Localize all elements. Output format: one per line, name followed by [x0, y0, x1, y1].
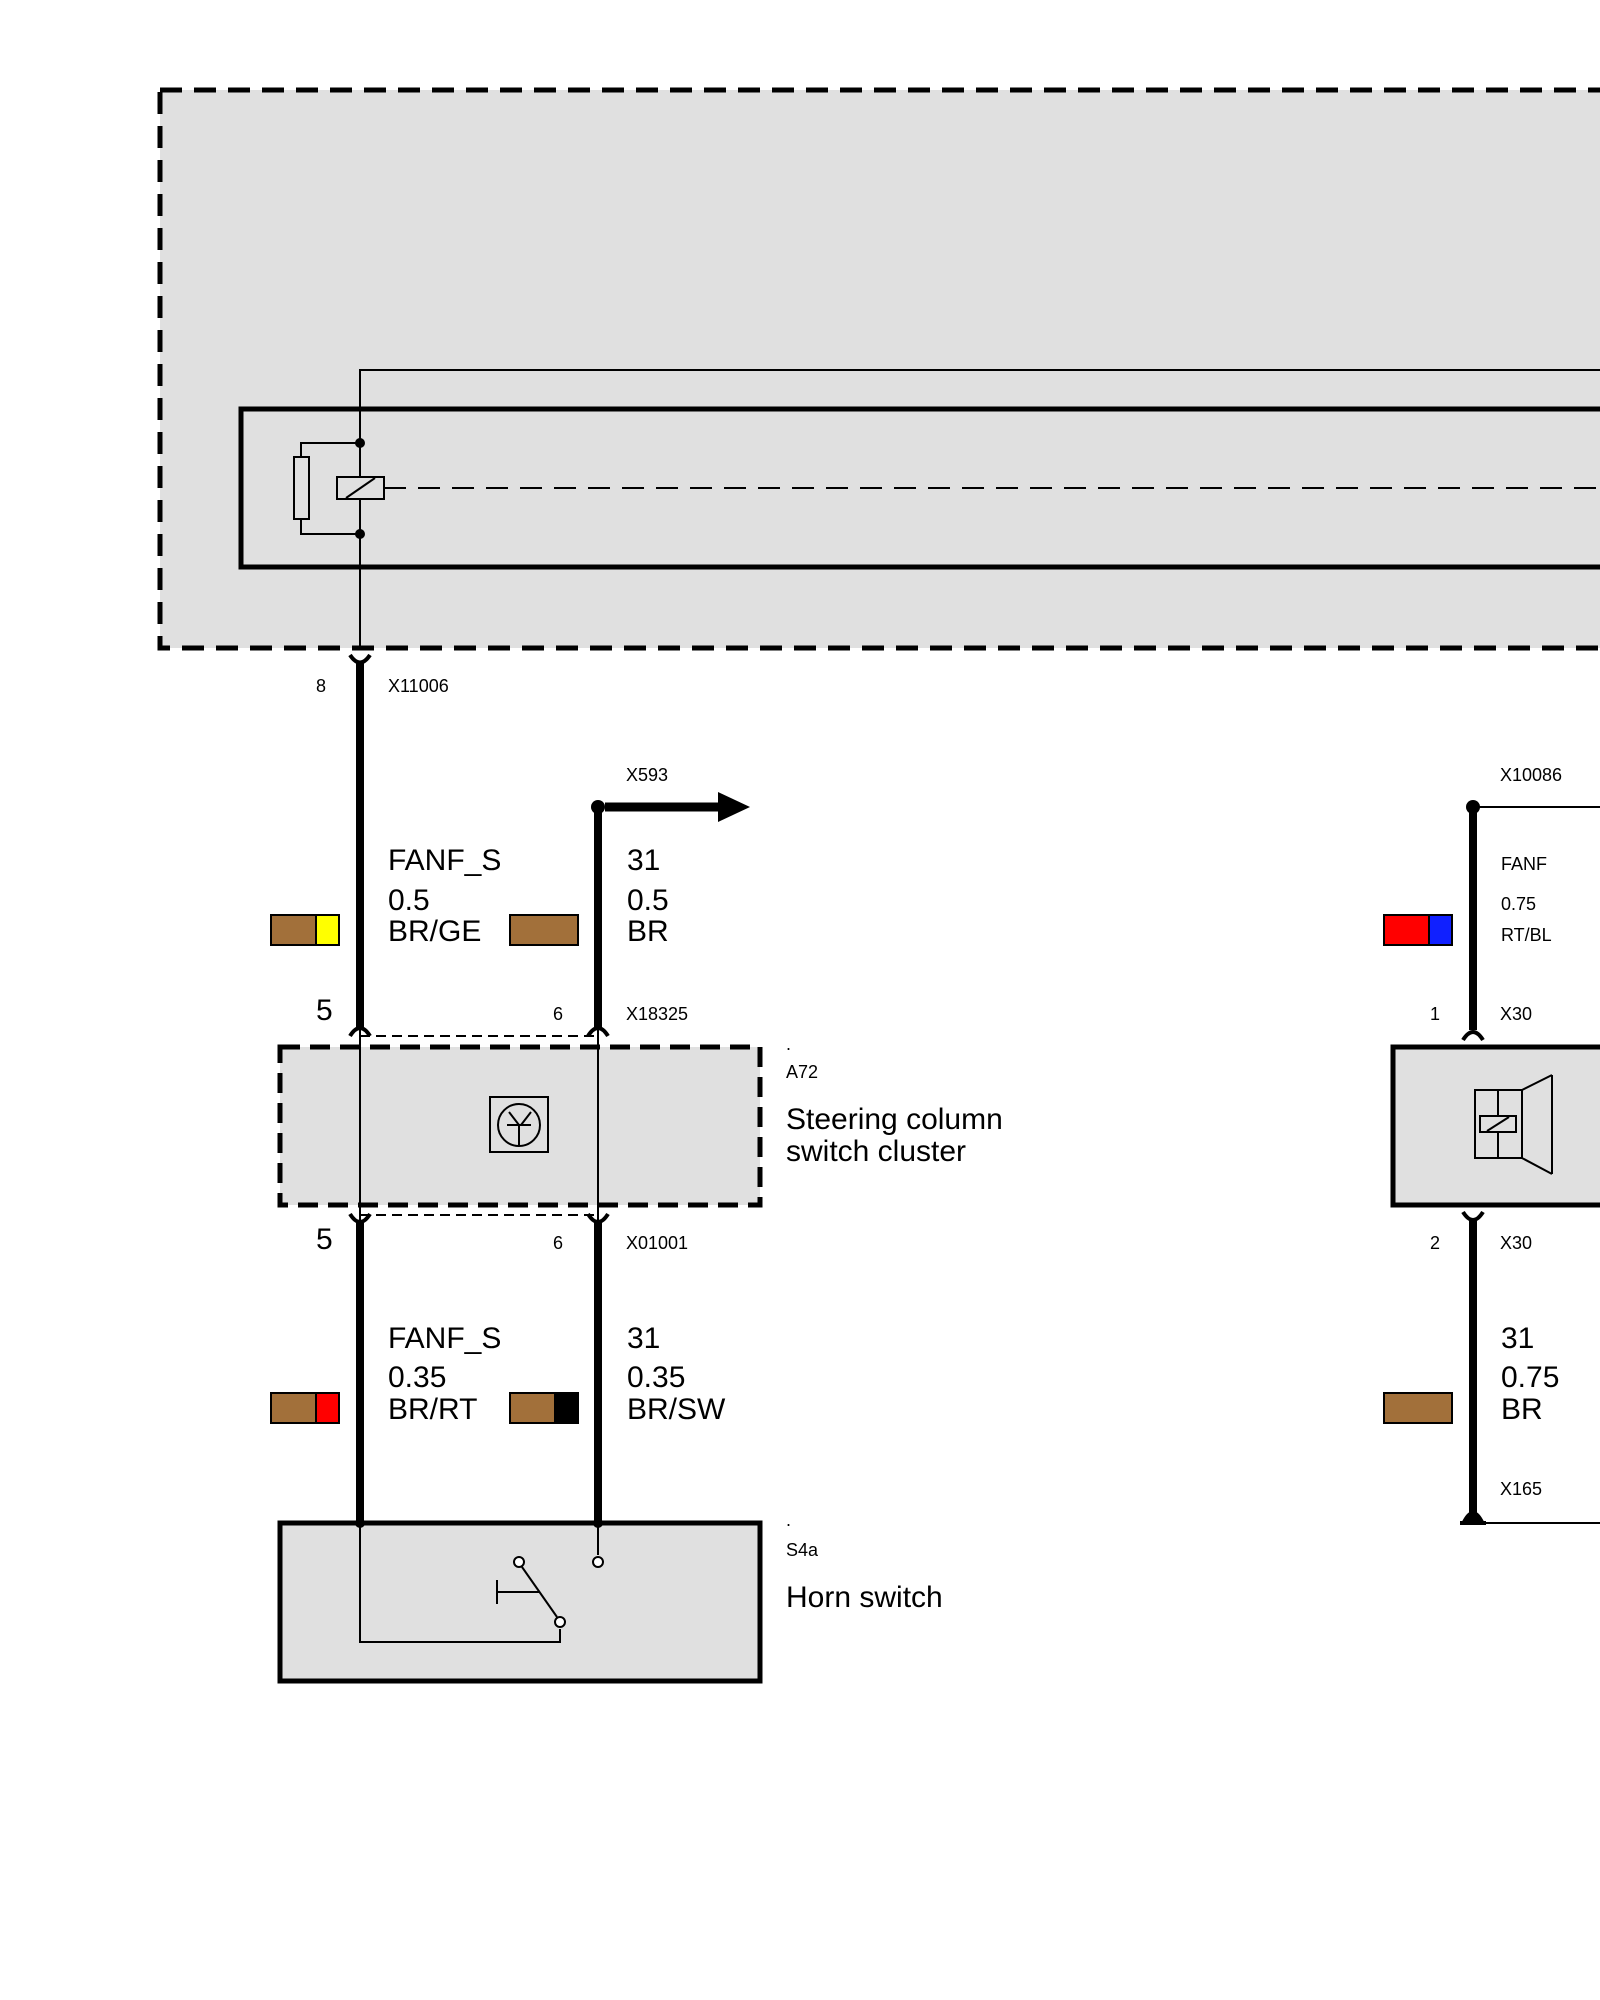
- wire-signal: 31: [1501, 1322, 1534, 1355]
- wire-signal: FANF_S: [388, 1322, 501, 1355]
- switch-contact-icon: [359, 1523, 604, 1643]
- component-a72-code: A72: [786, 1062, 818, 1082]
- wire-signal: FANF_S: [388, 844, 501, 877]
- wire-signal: 31: [627, 1322, 660, 1355]
- connector-x18325-pin-left: 5: [316, 994, 333, 1027]
- connector-x30-bottom-pin: 2: [1430, 1233, 1440, 1253]
- wire-signal: FANF: [1501, 854, 1547, 874]
- wire-color-code: BR: [1501, 1393, 1543, 1426]
- relay-icon: [293, 442, 1600, 535]
- horn-switch: [277, 1520, 763, 1684]
- connector-x30-bottom-label: X30: [1500, 1233, 1532, 1253]
- component-a72-dot: .: [786, 1034, 791, 1054]
- wire-color-swatch: [270, 914, 340, 946]
- connector-x18325-label: X18325: [626, 1004, 688, 1024]
- component-a72-name-line1: Steering column: [786, 1103, 1003, 1136]
- wire-gauge: 0.35: [627, 1361, 685, 1394]
- module-feed-line: [359, 369, 1600, 648]
- connector-x01001-label: X01001: [626, 1233, 688, 1253]
- connector-x30-top-label: X30: [1500, 1004, 1532, 1024]
- relay-block: [238, 406, 1600, 570]
- wire-color-code: BR/RT: [388, 1393, 477, 1426]
- wire-color-code: BR/SW: [627, 1393, 726, 1426]
- component-s4a-code: S4a: [786, 1540, 819, 1560]
- wire-color-code: BR: [627, 915, 669, 948]
- electronic-module-icon: [489, 1096, 549, 1153]
- connector-x30-top-symbol: [1461, 1030, 1485, 1042]
- connector-x593-dot: [591, 800, 605, 814]
- connector-x30-bottom-symbol: [1461, 1210, 1485, 1222]
- wire-color-swatch: [1383, 914, 1453, 946]
- wire-color-swatch: [509, 1392, 579, 1424]
- connector-x30-top-pin: 1: [1430, 1004, 1440, 1024]
- wire-gauge: 0.5: [388, 884, 430, 917]
- wire-gauge: 0.75: [1501, 1361, 1559, 1394]
- wire-color-swatch: [1383, 1392, 1453, 1424]
- wire-gauge: 0.75: [1501, 894, 1536, 914]
- connector-x11006-label: X11006: [388, 676, 449, 696]
- connector-x18325-symbol: [348, 1026, 372, 1038]
- wire-gauge: 0.5: [627, 884, 669, 917]
- connector-x11006-pin: 8: [316, 676, 326, 696]
- connector-x11006-symbol: [348, 653, 372, 665]
- continuation-arrow-icon: [718, 792, 750, 822]
- connector-x165-symbol: [1462, 1511, 1484, 1521]
- connector-x18325-symbol: [586, 1026, 610, 1038]
- connector-x593-label: X593: [626, 765, 668, 785]
- component-a72-name-line2: switch cluster: [786, 1135, 966, 1168]
- wire-signal: 31: [627, 844, 660, 877]
- connector-x01001-pin-right: 6: [553, 1233, 563, 1253]
- wire-color-swatch: [270, 1392, 340, 1424]
- connector-x01001-pin-left: 5: [316, 1223, 333, 1256]
- connector-x165-label: X165: [1500, 1479, 1542, 1499]
- connector-x10086-label: X10086: [1500, 765, 1562, 785]
- component-s4a-name: Horn switch: [786, 1581, 943, 1614]
- wire-color-code: BR/GE: [388, 915, 481, 948]
- wire-gauge: 0.35: [388, 1361, 446, 1394]
- junction-dot: [355, 438, 365, 448]
- wire-color-swatch: [509, 914, 579, 946]
- junction-dot: [355, 529, 365, 539]
- connector-x18325-pin-right: 6: [553, 1004, 563, 1024]
- horn-speaker-icon: [1474, 1074, 1553, 1175]
- component-s4a-dot: .: [786, 1510, 791, 1530]
- wire-color-code: RT/BL: [1501, 925, 1552, 945]
